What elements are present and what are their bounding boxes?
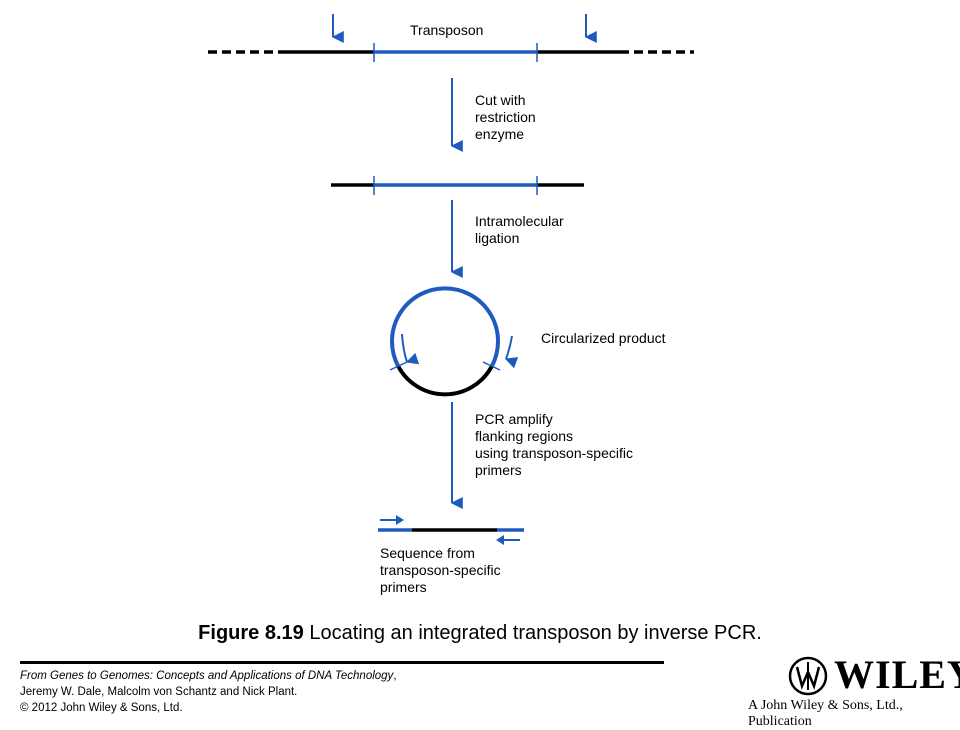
figure-caption-text: Locating an integrated transposon by inv… <box>303 622 762 644</box>
genomic-dna-with-transposon <box>208 14 694 62</box>
wiley-wordmark: WILEY <box>834 652 960 697</box>
footer-citation: From Genes to Genomes: Concepts and Appl… <box>20 668 397 716</box>
pcr-step-label: PCR amplify flanking regions using trans… <box>475 411 633 478</box>
circle-left-junction-tick <box>389 361 408 371</box>
cut-step-label: Cut with restriction enzyme <box>475 92 536 142</box>
figure-caption: Figure 8.19 Locating an integrated trans… <box>0 620 960 646</box>
ligation-step-label: Intramolecular ligation <box>475 213 564 246</box>
circle-transposon-arc <box>390 286 500 368</box>
book-title: From Genes to Genomes: Concepts and Appl… <box>20 670 394 682</box>
circle-left-primer-arrow <box>401 333 420 365</box>
restriction-fragment <box>331 176 584 195</box>
sequence-label: Sequence from transposon-specific primer… <box>380 545 501 595</box>
wiley-tagline: A John Wiley & Sons, Ltd., Publication <box>748 698 903 729</box>
pcr-product <box>378 515 524 545</box>
wiley-logo-icon <box>788 656 828 696</box>
reverse-primer-arrowhead-icon <box>496 535 504 545</box>
transposon-label: Transposon <box>410 22 484 38</box>
footer-divider <box>20 661 664 664</box>
circular-product <box>389 286 519 397</box>
book-authors: Jeremy W. Dale, Malcolm von Schantz and … <box>20 686 298 698</box>
figure-number: Figure 8.19 <box>198 622 304 644</box>
circle-right-primer-arrow <box>504 335 519 369</box>
copyright-line: © 2012 John Wiley & Sons, Ltd. <box>20 702 183 714</box>
circularized-product-label: Circularized product <box>541 330 666 346</box>
circle-right-junction-tick <box>482 361 501 371</box>
forward-primer-arrowhead-icon <box>396 515 404 525</box>
book-title-suffix: , <box>393 670 397 682</box>
circle-flanking-arc <box>396 365 494 397</box>
